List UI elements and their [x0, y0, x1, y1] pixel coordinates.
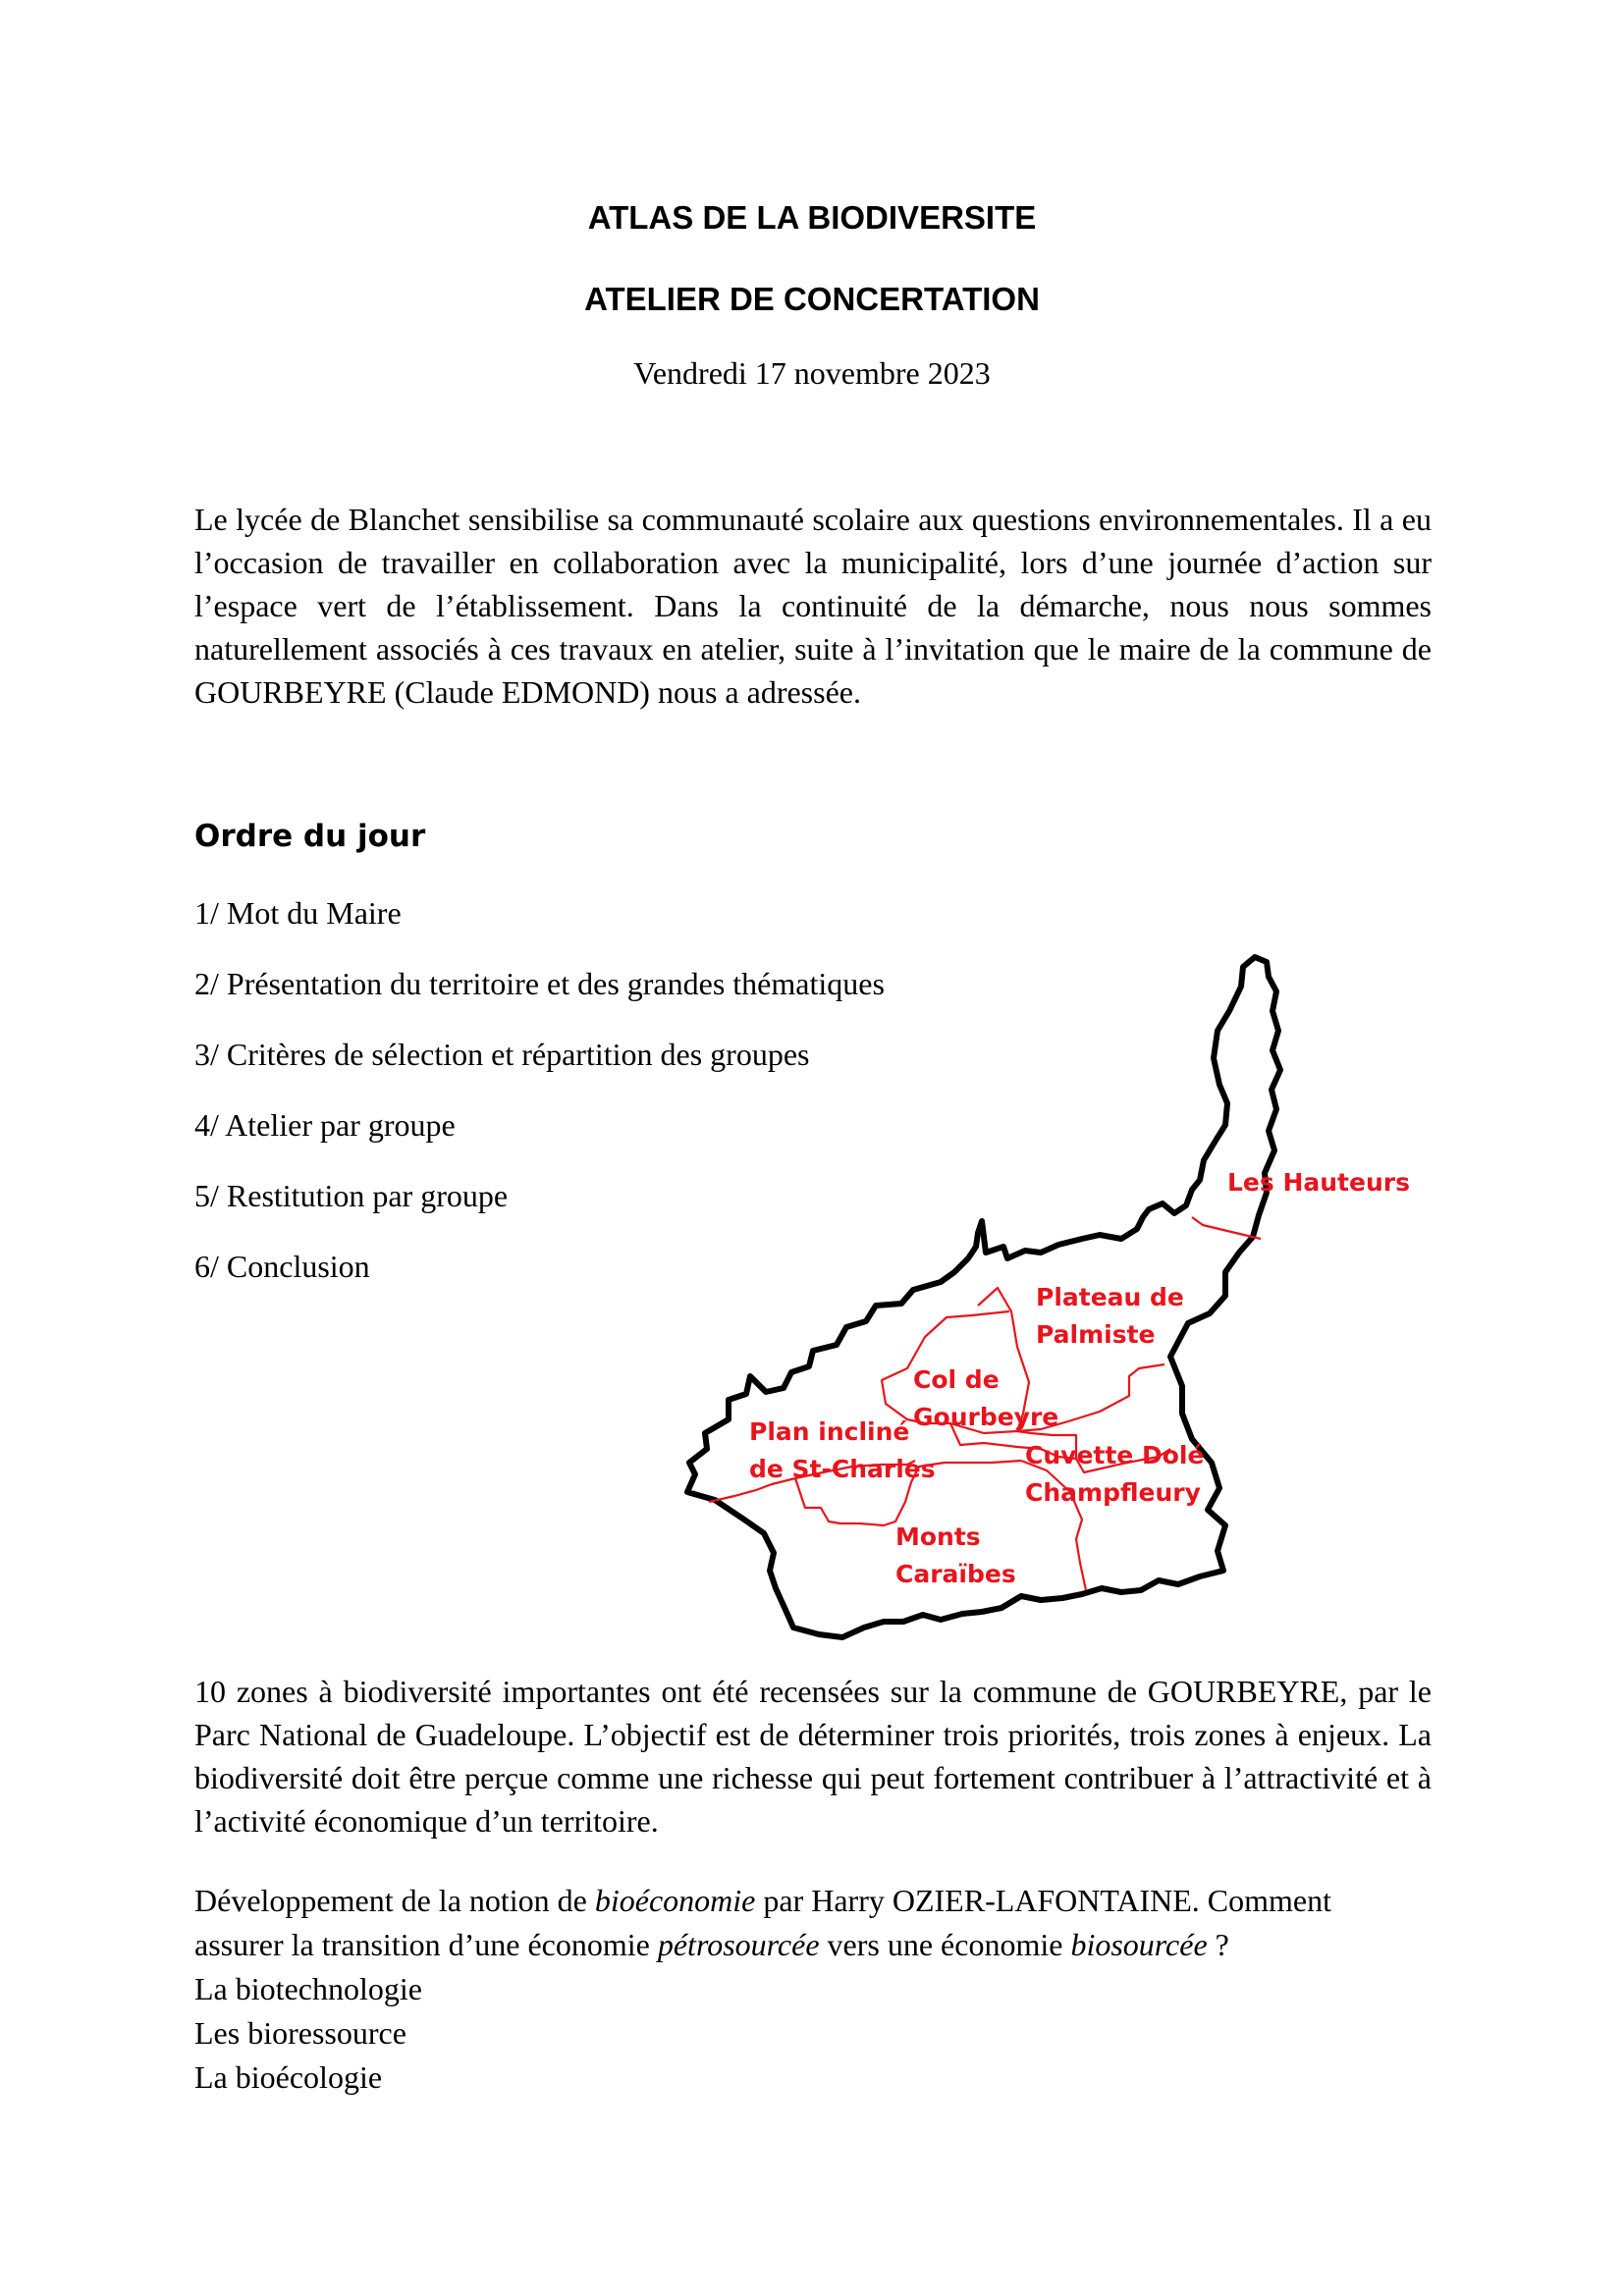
- zone-label-les-hauteurs: Les Hauteurs: [1227, 1168, 1410, 1197]
- zone-boundaries: [708, 1216, 1262, 1591]
- zone-label-line: Plateau de: [1036, 1283, 1184, 1311]
- boundary-cuvette: [1016, 1429, 1171, 1474]
- boundary-plateau-west: [977, 1286, 1031, 1432]
- agenda-item: 4/ Atelier par groupe: [194, 1107, 456, 1143]
- bio-list-item: Les bioressource: [194, 2015, 406, 2051]
- text-run-italic: pétrosourcée: [657, 1927, 820, 1962]
- zone-label-col-de-gourbeyre: Col de Gourbeyre: [913, 1365, 1058, 1431]
- zone-label-line: Palmiste: [1036, 1320, 1156, 1349]
- agenda-item: 5/ Restitution par groupe: [194, 1178, 509, 1213]
- zone-label-line: Champfleury: [1025, 1478, 1201, 1507]
- text-run: assurer la transition d’une économie: [194, 1927, 658, 1962]
- bio-list-item: La bioécologie: [194, 2059, 383, 2095]
- bioeconomy-section: Développement de la notion de bioéconomi…: [194, 1879, 1432, 2100]
- agenda-item: 2/ Présentation du territoire et des gra…: [194, 966, 885, 1001]
- document-date: Vendredi 17 novembre 2023: [633, 355, 991, 391]
- zone-label-line: Col de: [913, 1365, 1000, 1394]
- text-run: par Harry OZIER-LAFONTAINE. Comment: [755, 1883, 1332, 1918]
- zone-label-line: Caraïbes: [895, 1560, 1016, 1588]
- zone-label-line: Cuvette Dolé: [1025, 1441, 1204, 1469]
- document-title: ATLAS DE LA BIODIVERSITE: [587, 199, 1037, 236]
- boundary-plateau-east: [1016, 1362, 1165, 1433]
- bioeconomy-line-2: assurer la transition d’une économie pét…: [194, 1923, 1432, 1967]
- text-run: Développement de la notion de: [194, 1883, 595, 1918]
- summary-paragraph: 10 zones à biodiversité importantes ont …: [194, 1674, 1432, 1839]
- bio-list-item: La biotechnologie: [194, 1971, 422, 2006]
- document-subtitle: ATELIER DE CONCERTATION: [584, 281, 1040, 317]
- agenda-list: 1/ Mot du Maire 2/ Présentation du terri…: [194, 891, 885, 1315]
- agenda-item: 1/ Mot du Maire: [194, 895, 402, 931]
- zone-label-monts-caraibes: Monts Caraïbes: [895, 1522, 1016, 1588]
- zone-label-line: Gourbeyre: [913, 1403, 1058, 1431]
- boundary-monts: [1020, 1459, 1088, 1591]
- zone-label-line: Plan incliné: [749, 1417, 909, 1446]
- zone-label-plan-incline: Plan incliné de St-Charles: [749, 1417, 936, 1483]
- agenda-heading: Ordre du jour: [194, 819, 426, 854]
- zone-label-cuvette-dole: Cuvette Dolé Champfleury: [1025, 1441, 1213, 1507]
- text-run-italic: bioéconomie: [594, 1883, 756, 1918]
- commune-outline: [684, 954, 1283, 1640]
- boundary-hauteurs: [1191, 1216, 1262, 1241]
- text-run: vers une économie: [819, 1927, 1071, 1962]
- boundary-col-south: [948, 1422, 1077, 1461]
- bioeconomy-line-1: Développement de la notion de bioéconomi…: [194, 1879, 1432, 1923]
- zone-label-plateau-de-palmiste: Plateau de Palmiste: [1036, 1283, 1193, 1349]
- boundary-col: [880, 1309, 1018, 1435]
- gourbeyre-zone-map: Les Hauteurs Plateau de Palmiste Col de …: [684, 954, 1410, 1640]
- agenda-item: 3/ Critères de sélection et répartition …: [194, 1037, 810, 1072]
- boundary-plan-south: [793, 1459, 1022, 1527]
- boundary-plan: [708, 1460, 916, 1504]
- zone-label-line: Les Hauteurs: [1227, 1168, 1410, 1197]
- zone-label-line: de St-Charles: [749, 1455, 936, 1483]
- agenda-item: 6/ Conclusion: [194, 1249, 370, 1284]
- zone-label-line: Monts: [895, 1522, 981, 1551]
- text-run: ?: [1207, 1927, 1229, 1962]
- text-run-italic: biosourcée: [1070, 1927, 1208, 1962]
- intro-paragraph: Le lycée de Blanchet sensibilise sa comm…: [194, 502, 1432, 710]
